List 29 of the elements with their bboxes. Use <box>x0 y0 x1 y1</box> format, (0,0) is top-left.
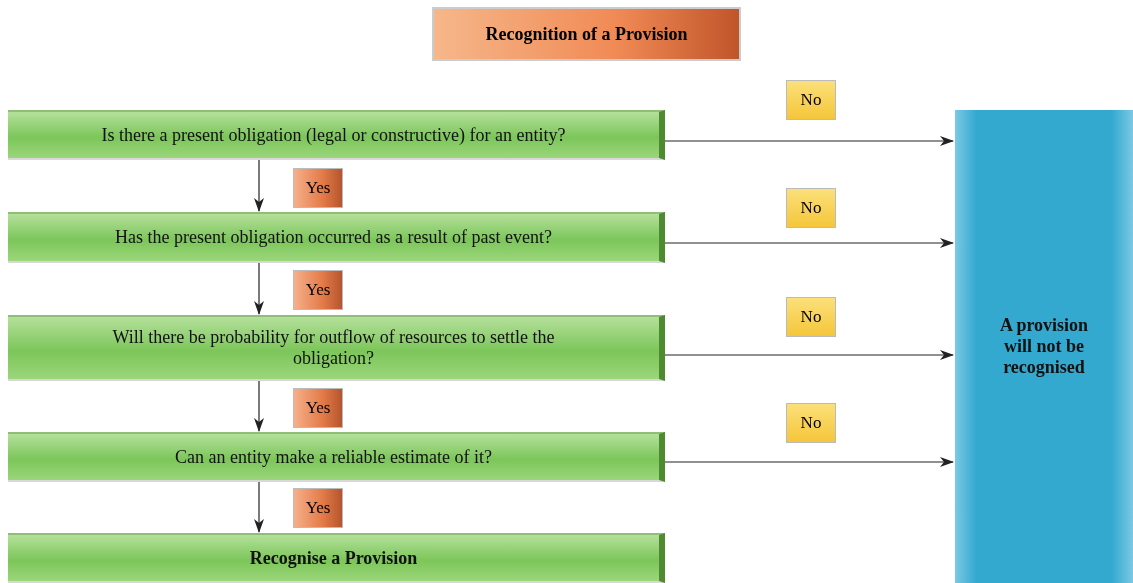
arrow <box>664 238 954 248</box>
node-text: Will there be probability for outflow of resources to settle the obligation? <box>111 327 556 369</box>
outcome-box <box>955 110 1133 583</box>
title-banner: Recognition of a Provision <box>432 7 741 61</box>
arrow <box>254 380 264 432</box>
arrow <box>254 481 264 533</box>
arrow <box>664 136 954 146</box>
node-text: Has the present obligation occurred as a result of past event? <box>115 227 552 248</box>
result-box <box>8 533 665 583</box>
question-box <box>8 110 665 160</box>
edge-label: Yes <box>293 388 343 428</box>
edge-label: Yes <box>293 270 343 310</box>
edge-label: No <box>786 297 836 337</box>
arrow <box>664 350 954 360</box>
arrow <box>254 262 264 315</box>
node-text: Is there a present obligation (legal or constructive) for an entity? <box>101 124 566 146</box>
edge-label: No <box>786 188 836 228</box>
arrow <box>254 159 264 212</box>
edge-label: No <box>786 80 836 120</box>
question-box <box>8 432 665 482</box>
node-text: Recognise a Provision <box>249 547 418 569</box>
arrow <box>664 457 954 467</box>
edge-label: Yes <box>293 168 343 208</box>
edge-label: No <box>786 403 836 443</box>
question-box <box>8 212 665 263</box>
edge-label: Yes <box>293 488 343 528</box>
node-text: A provision will not be recognised <box>998 315 1090 378</box>
question-box <box>8 315 665 381</box>
node-text: Can an entity make a reliable estimate of it? <box>175 446 492 468</box>
